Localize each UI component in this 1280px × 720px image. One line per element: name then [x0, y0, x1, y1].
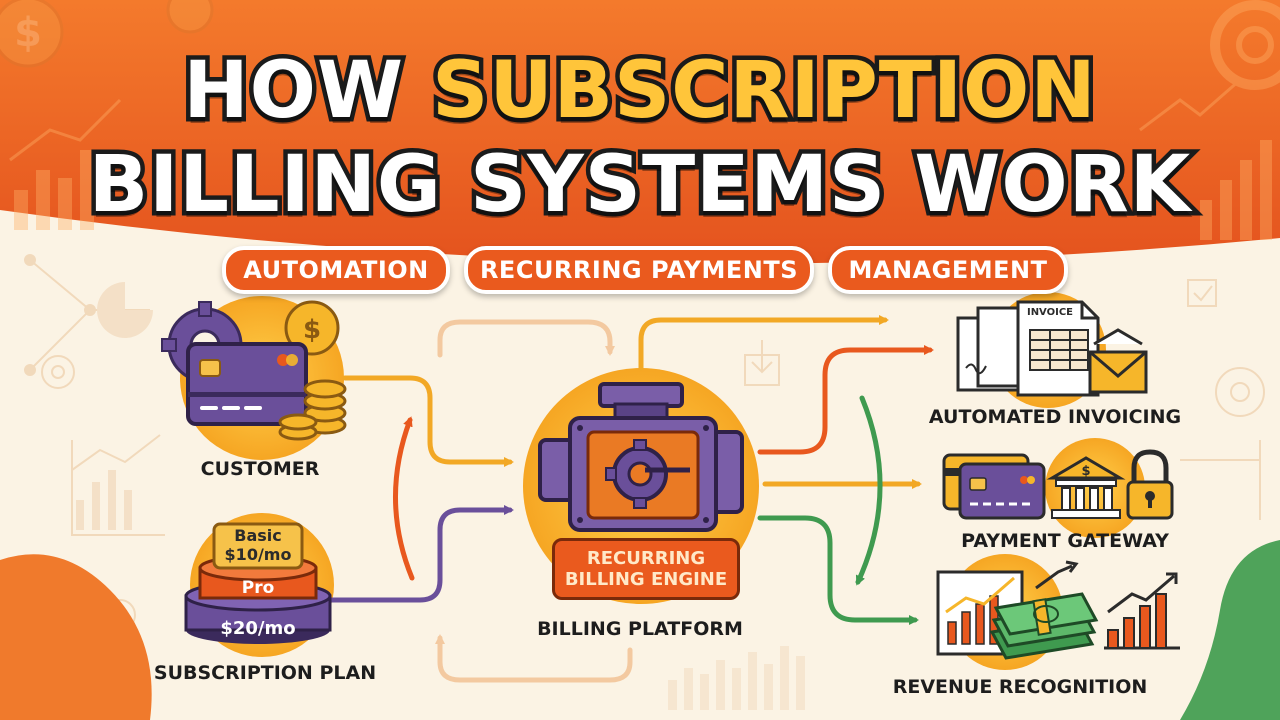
- invoice-doc-label: INVOICE: [1026, 307, 1074, 318]
- title-word-how: HOW: [179, 46, 408, 136]
- bank-icon: $: [1046, 456, 1126, 519]
- payment-cards-icon: [942, 453, 1046, 520]
- label-billing-platform: BILLING PLATFORM: [537, 618, 743, 640]
- pricing-tiers-icon: [184, 522, 332, 644]
- cash-stack-icon: [989, 592, 1099, 660]
- arrow-plan-to-customer: [393, 416, 415, 581]
- plan-tier-pro-price: $20/mo: [220, 618, 296, 639]
- tag-recurring-payments: RECURRING PAYMENTS: [464, 246, 814, 294]
- label-revenue-recognition: REVENUE RECOGNITION: [892, 676, 1148, 698]
- arrow-engine-to-invoicing: [757, 345, 934, 455]
- corner-blob-left: [0, 554, 152, 720]
- engine-label-line-1: RECURRING: [586, 548, 706, 569]
- header-decor: $: [0, 0, 1280, 240]
- growth-bar-chart-icon: [1104, 572, 1180, 650]
- plan-tier-basic-price: $10/mo: [224, 545, 292, 564]
- padlock-icon: [1126, 449, 1174, 520]
- recurring-billing-engine-label: RECURRING BILLING ENGINE: [552, 538, 740, 600]
- arrow-feedback-top: [437, 319, 615, 358]
- arrow-engine-to-top: [638, 315, 889, 371]
- title-line-2: BILLING SYSTEMS WORK: [84, 140, 1194, 230]
- tag-automation: AUTOMATION: [222, 246, 450, 294]
- title-line-1: HOW SUBSCRIPTION: [0, 48, 1280, 135]
- arrow-customer-to-engine: [342, 375, 514, 467]
- plan-tier-pro-name: Pro: [241, 578, 275, 598]
- label-customer: CUSTOMER: [200, 458, 320, 480]
- corner-blob-right: [1180, 540, 1280, 720]
- billing-engine-icon: [538, 382, 744, 532]
- label-automated-invoicing: AUTOMATED INVOICING: [928, 406, 1182, 428]
- svg-text:$: $: [1081, 464, 1090, 479]
- credit-card-icon: $: [161, 300, 347, 441]
- label-subscription-plan: SUBSCRIPTION PLAN: [153, 662, 377, 684]
- svg-text:$: $: [14, 10, 42, 56]
- title-word-subscription: SUBSCRIPTION: [428, 46, 1100, 136]
- header-band: [0, 0, 1280, 264]
- engine-label-line-2: BILLING ENGINE: [564, 569, 728, 590]
- tag-management: MANAGEMENT: [828, 246, 1068, 294]
- arrow-invoicing-to-revenue: [855, 395, 883, 586]
- plan-tier-basic-name: Basic: [234, 526, 282, 545]
- label-payment-gateway: PAYMENT GATEWAY: [961, 530, 1169, 552]
- plan-tier-basic: Basic $10/mo: [214, 526, 302, 564]
- invoice-icon: [956, 300, 1148, 397]
- arrow-engine-to-revenue: [757, 515, 919, 625]
- arrow-plan-to-engine: [327, 505, 514, 603]
- arrow-feedback-bottom: [435, 634, 633, 683]
- svg-text:$: $: [303, 315, 321, 345]
